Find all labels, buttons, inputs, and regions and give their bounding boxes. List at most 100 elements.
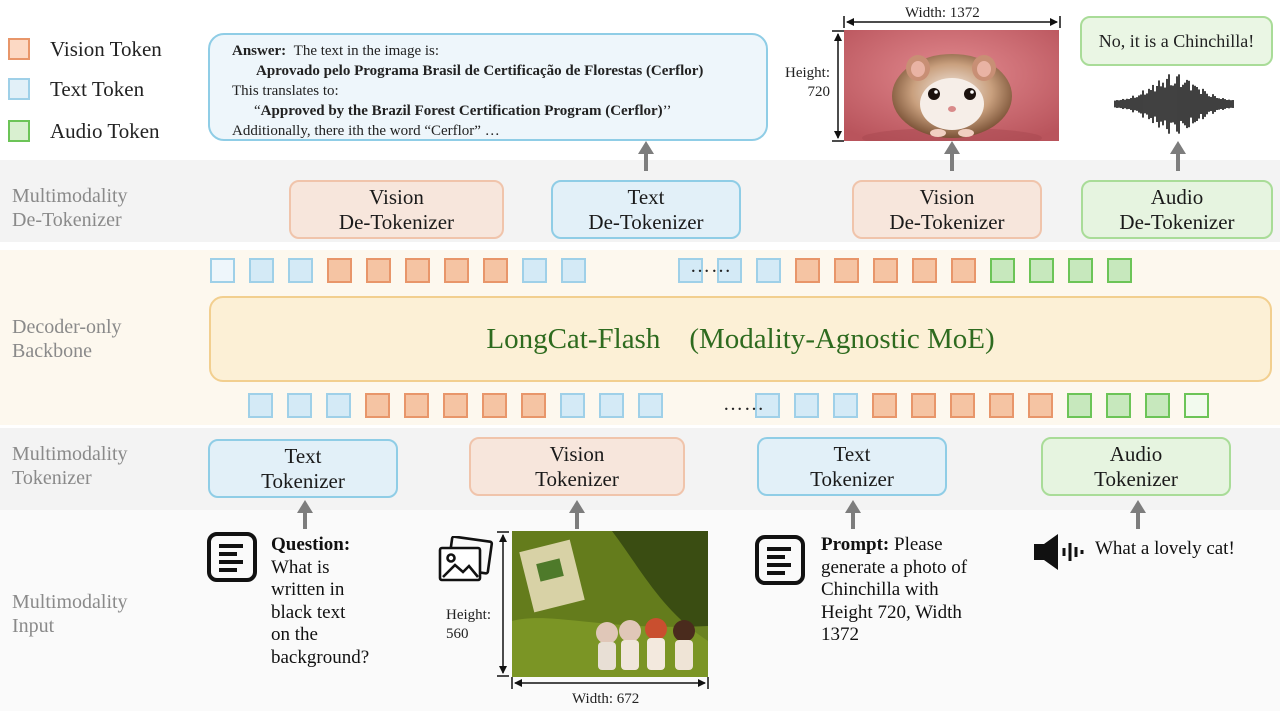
audio-output-bubble: No, it is a Chinchilla!	[1080, 16, 1273, 66]
answer-translation: Approved by the Brazil Forest Certificat…	[260, 103, 663, 119]
output-image-width-label: Width: 1372	[905, 5, 980, 21]
legend-vision: Vision Token	[8, 36, 162, 62]
output-token-8	[522, 258, 547, 283]
output-token-9	[561, 258, 586, 283]
input-token-14	[833, 393, 858, 418]
vision-detokenizer-1-line1: Vision	[369, 184, 424, 209]
output-token-0	[210, 258, 235, 283]
input-token-10	[638, 393, 663, 418]
text-detokenizer-line2: De-Tokenizer	[588, 209, 704, 234]
input-token-7	[521, 393, 546, 418]
input-token-6	[482, 393, 507, 418]
text-detokenizer: Text De-Tokenizer	[551, 180, 741, 239]
text-tokenizer-1-line2: Tokenizer	[261, 468, 345, 493]
legend-text-label: Text Token	[50, 76, 145, 101]
band-label-tokenizer: Multimodality Tokenizer	[12, 443, 128, 489]
input-token-18	[989, 393, 1014, 418]
text-tokenizer-2: Text Tokenizer	[757, 437, 947, 496]
input-token-0	[248, 393, 273, 418]
audio-tokenizer-line1: Audio	[1109, 441, 1163, 466]
speaker-icon	[1034, 534, 1084, 570]
output-token-2	[288, 258, 313, 283]
vision-input-image	[512, 531, 708, 677]
audio-detokenizer-line2: De-Tokenizer	[1119, 209, 1235, 234]
legend-audio-label: Audio Token	[50, 118, 160, 143]
answer-original-text: Aprovado pelo Programa Brasil de Certifi…	[256, 63, 704, 79]
output-token-11	[678, 258, 703, 283]
input-token-8	[560, 393, 585, 418]
output-token-17	[912, 258, 937, 283]
vision-detokenizer-2: Vision De-Tokenizer	[852, 180, 1042, 239]
text-detokenizer-line1: Text	[627, 184, 665, 209]
input-token-ellipsis: ……	[723, 393, 765, 415]
prompt-block: Prompt: Please generate a photo of Chinc…	[821, 534, 1021, 647]
output-token-14	[795, 258, 820, 283]
backbone-box: LongCat-Flash (Modality-Agnostic MoE)	[209, 296, 1272, 382]
output-image-height-arrow	[832, 30, 844, 142]
input-token-3	[365, 393, 390, 418]
input-image-width-arrow	[511, 677, 709, 689]
input-token-2	[326, 393, 351, 418]
output-token-21	[1068, 258, 1093, 283]
answer-translation-intro: This translates to:	[232, 83, 339, 99]
output-token-15	[834, 258, 859, 283]
backbone-title: LongCat-Flash (Modality-Agnostic MoE)	[486, 322, 995, 355]
question-label: Question:	[271, 534, 351, 555]
prompt-label: Prompt:	[821, 534, 890, 555]
vision-tokenizer-line1: Vision	[549, 441, 605, 466]
audio-waveform-icon	[1114, 74, 1234, 134]
band-label-input: Multimodality Input	[12, 591, 128, 637]
input-token-20	[1067, 393, 1092, 418]
output-token-5	[405, 258, 430, 283]
vision-tokenizer-line2: Tokenizer	[535, 466, 619, 491]
input-image-height-arrow	[497, 531, 509, 677]
output-token-19	[990, 258, 1015, 283]
audio-input-text: What a lovely cat!	[1095, 538, 1235, 559]
output-token-4	[366, 258, 391, 283]
audio-detokenizer-line1: Audio	[1150, 184, 1204, 209]
input-token-13	[794, 393, 819, 418]
output-token-22	[1107, 258, 1132, 283]
audio-tokenizer: Audio Tokenizer	[1041, 437, 1231, 496]
gallery-icon	[438, 536, 494, 582]
output-token-16	[873, 258, 898, 283]
input-token-12	[755, 393, 780, 418]
band-label-detokenizer: Multimodality De-Tokenizer	[12, 185, 128, 231]
input-token-1	[287, 393, 312, 418]
vision-detokenizer-1: Vision De-Tokenizer	[289, 180, 504, 239]
legend-audio-swatch	[8, 120, 30, 142]
prompt-text-first: Please	[894, 534, 943, 555]
output-token-ellipsis: ……	[690, 255, 732, 277]
input-image-width-label: Width: 672	[572, 691, 640, 707]
input-token-23	[1184, 393, 1209, 418]
prompt-text: generate a photo of Chinchilla with Heig…	[821, 556, 968, 646]
output-token-12	[717, 258, 742, 283]
audio-detokenizer: Audio De-Tokenizer	[1081, 180, 1273, 239]
input-token-9	[599, 393, 624, 418]
vision-detokenizer-1-line2: De-Tokenizer	[338, 209, 455, 234]
vision-tokenizer: Vision Tokenizer	[469, 437, 685, 496]
legend-vision-swatch	[8, 38, 30, 60]
vision-detokenizer-2-line2: De-Tokenizer	[889, 209, 1005, 234]
answer-intro: The text in the image is:	[293, 43, 440, 59]
answer-additional: Additionally, there ith the word “Cerflo…	[232, 123, 500, 139]
input-token-4	[404, 393, 429, 418]
legend-text-swatch	[8, 78, 30, 100]
input-image-height-label: Height: 560	[446, 607, 491, 642]
output-token-13	[756, 258, 781, 283]
input-token-16	[911, 393, 936, 418]
output-token-3	[327, 258, 352, 283]
text-tokenizer-1: Text Tokenizer	[208, 439, 398, 498]
output-token-6	[444, 258, 469, 283]
output-token-20	[1029, 258, 1054, 283]
text-tokenizer-2-line2: Tokenizer	[810, 466, 894, 491]
band-label-backbone: Decoder-only Backbone	[12, 316, 122, 362]
legend-audio: Audio Token	[8, 118, 160, 144]
input-token-19	[1028, 393, 1053, 418]
input-token-15	[872, 393, 897, 418]
audio-output-text: No, it is a Chinchilla!	[1098, 30, 1255, 51]
hamster-image	[844, 30, 1059, 141]
answer-quote-close: ’’	[662, 103, 672, 119]
output-token-1	[249, 258, 274, 283]
answer-translation-line: “Approved by the Brazil Forest Certifica…	[232, 101, 756, 121]
